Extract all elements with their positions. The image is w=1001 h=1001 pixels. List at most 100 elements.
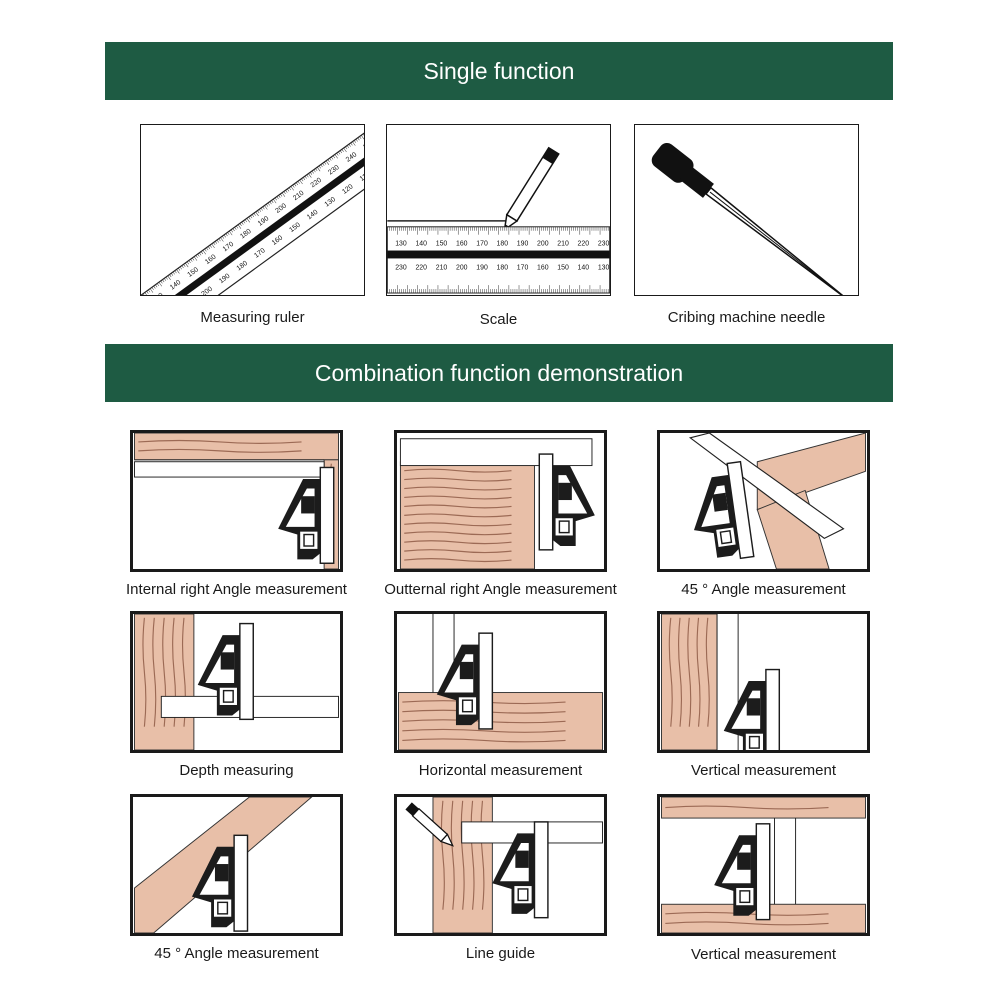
ruler-tick xyxy=(281,192,286,197)
ruler-tick xyxy=(237,224,242,229)
ruler-tick xyxy=(151,287,154,290)
ruler-tick xyxy=(350,142,353,146)
scale-tick-label: 150 xyxy=(557,264,569,271)
wood-grain-line xyxy=(142,617,147,727)
ruler-tick xyxy=(258,209,262,212)
scriber-needle-illustration xyxy=(651,142,849,295)
combination-caption-2: Outternal right Angle measurement xyxy=(384,581,617,598)
ruler-tick xyxy=(162,279,165,283)
ruler-tick xyxy=(225,233,228,237)
measuring-ruler-illustration: 1301401501601701801902002102202302402502… xyxy=(141,125,364,295)
single-function-title: Single function xyxy=(423,57,575,84)
scale-tick-label: 210 xyxy=(557,241,569,248)
ruler-tick xyxy=(155,284,158,288)
ruler-tick xyxy=(156,283,160,287)
combination-caption-3: 45 ° Angle measurement xyxy=(681,581,846,598)
ruler-tick xyxy=(248,216,251,220)
wood-grain-line xyxy=(665,805,829,810)
internal-right-angle-panel xyxy=(130,430,343,572)
ruler-tick xyxy=(288,187,292,191)
ruler-tick xyxy=(181,265,184,269)
combination-square-head xyxy=(278,466,335,564)
ruler-tick xyxy=(186,261,189,265)
ruler-tick xyxy=(346,145,350,149)
ruler-tick xyxy=(178,268,181,271)
combination-caption-1: Internal right Angle measurement xyxy=(126,581,347,598)
ruler-tick xyxy=(253,213,256,216)
combination-square-head xyxy=(492,821,549,919)
scale-tick-label: 200 xyxy=(537,241,549,248)
scale-tick-label: 130 xyxy=(395,241,407,248)
ruler-tick xyxy=(332,155,335,159)
vertical-measurement-panel-b xyxy=(657,794,870,936)
wood-grain-line xyxy=(404,513,512,518)
ruler-tick xyxy=(232,228,235,232)
ruler-tick xyxy=(341,149,344,152)
wood-grain-line xyxy=(470,800,475,910)
ruler-tick xyxy=(199,252,202,256)
scale-tick-label: 190 xyxy=(517,241,529,248)
ruler-tick xyxy=(329,158,332,161)
ruler-tick xyxy=(171,273,174,276)
ruler-tick xyxy=(214,241,218,244)
scale-tick-label: 150 xyxy=(436,241,448,248)
ruler-tick xyxy=(297,181,300,184)
ruler-tick xyxy=(169,274,172,278)
vertical-measurement-illustration-a xyxy=(661,614,781,750)
scale-tick-label: 160 xyxy=(456,241,468,248)
ruler-tick-label: 200 xyxy=(200,285,214,295)
scale-tick-label: 130 xyxy=(598,264,610,271)
ruler-tick xyxy=(193,256,198,261)
vertical-measurement-illustration-b xyxy=(661,797,866,933)
ruler-tick xyxy=(274,197,277,201)
scale-tick-label: 180 xyxy=(497,241,509,248)
measuring-ruler-panel: 1301401501601701801902002102202302402502… xyxy=(140,124,365,296)
ruler-tick xyxy=(264,205,268,210)
ruler-tick xyxy=(165,276,168,280)
ruler-tick xyxy=(218,238,221,242)
ruler-tick xyxy=(250,215,253,219)
ruler-tick xyxy=(176,269,180,274)
ruler-tick xyxy=(227,232,230,235)
ruler-tick xyxy=(299,179,303,185)
combination-square-head xyxy=(191,834,249,932)
external-right-angle-illustration xyxy=(399,438,595,569)
ruler-tick xyxy=(222,236,225,239)
ruler-tick xyxy=(260,207,263,211)
ruler-tick xyxy=(172,271,175,275)
single-function-banner: Single function xyxy=(105,42,893,100)
ruler-tick xyxy=(317,167,321,172)
scriber-needle-caption: Cribing machine needle xyxy=(667,309,826,326)
ruler-tick xyxy=(183,264,186,267)
wood-grain-line xyxy=(404,468,512,473)
scale-tick-label: 180 xyxy=(497,264,509,271)
ruler-tick xyxy=(204,248,207,252)
wood-grain-line xyxy=(138,448,302,453)
ruler-tick xyxy=(179,266,182,270)
ruler-tick xyxy=(320,164,323,168)
wood-grain-line xyxy=(404,531,512,536)
ruler-tick xyxy=(309,172,313,175)
wood-grain-line xyxy=(460,800,465,910)
ruler-tick xyxy=(230,229,233,233)
ruler-tick xyxy=(223,234,226,238)
ruler-tick xyxy=(290,186,294,191)
ruler-tick xyxy=(325,160,330,165)
ruler-tick xyxy=(200,251,204,255)
ruler-tick xyxy=(243,220,246,224)
horizontal-measurement-illustration xyxy=(398,614,603,750)
combination-caption-7: 45 ° Angle measurement xyxy=(154,945,319,962)
ruler-tick xyxy=(302,177,306,180)
ruler-tick xyxy=(315,168,318,172)
ruler-tick xyxy=(334,154,338,159)
ruler-tick xyxy=(163,278,167,281)
wood-grain-line xyxy=(404,540,512,545)
ruler-tick xyxy=(336,152,339,156)
depth-measuring-illustration xyxy=(134,614,339,750)
ruler-tick xyxy=(345,146,348,150)
scale-tick-label: 200 xyxy=(456,264,468,271)
ruler-tick xyxy=(246,218,250,223)
ruler-tick-label: 250 xyxy=(362,138,364,151)
ruler-tick xyxy=(278,195,281,198)
